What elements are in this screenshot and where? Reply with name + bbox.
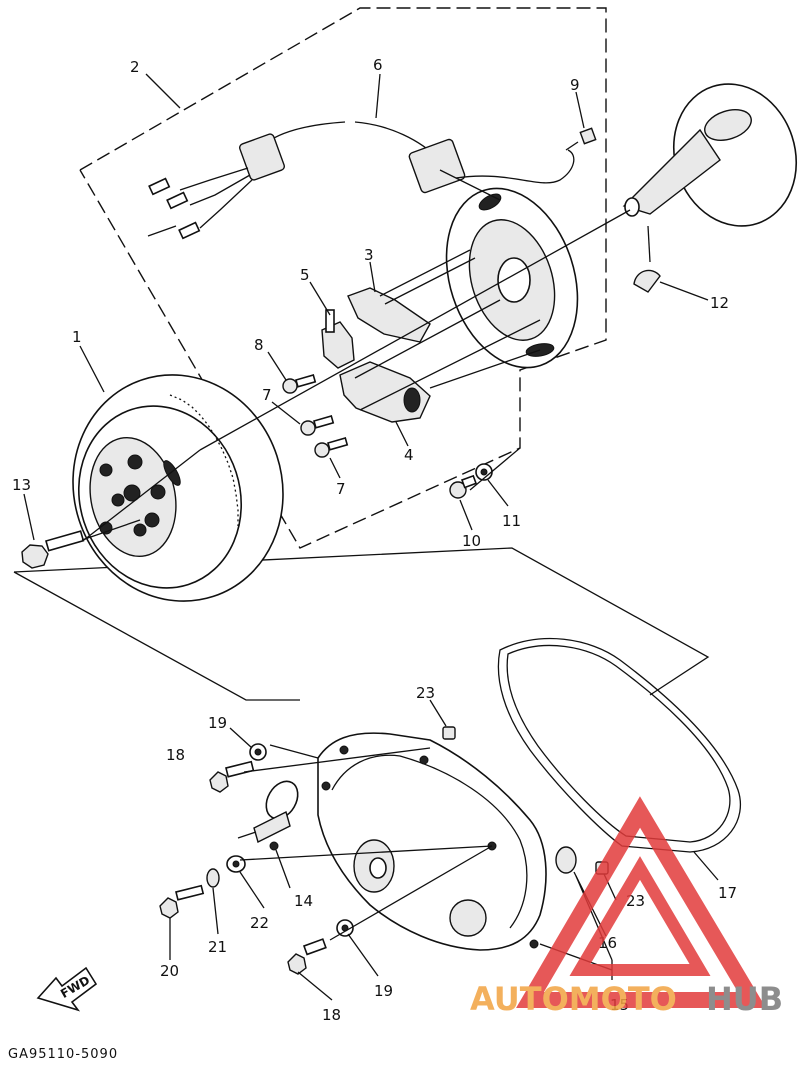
screw-7a xyxy=(300,415,335,436)
dowel-23a xyxy=(442,726,456,740)
label-part-3: 3 xyxy=(364,246,374,264)
washer-19b xyxy=(336,919,354,937)
screw-8 xyxy=(282,374,317,394)
charge-coil xyxy=(339,361,431,423)
label-part-19a: 19 xyxy=(208,714,227,732)
alignment-lines-upper xyxy=(83,209,651,541)
label-part-21: 21 xyxy=(208,938,227,956)
cover-gasket xyxy=(497,637,742,853)
bolt-18b xyxy=(287,938,327,975)
label-part-7a: 7 xyxy=(262,386,272,404)
wire-harness xyxy=(147,121,466,240)
label-part-8: 8 xyxy=(254,336,264,354)
label-part-10: 10 xyxy=(462,532,481,550)
label-part-4: 4 xyxy=(404,446,414,464)
label-part-9: 9 xyxy=(570,76,580,94)
label-part-7b: 7 xyxy=(336,480,346,498)
label-part-11: 11 xyxy=(502,512,521,530)
label-part-23a: 23 xyxy=(416,684,435,702)
screw-7b xyxy=(314,437,349,458)
bolt-18a xyxy=(209,760,255,793)
part-number-labels: 2 6 9 3 5 8 7 7 4 1 13 10 11 12 23 19 18… xyxy=(12,56,737,1024)
woodruff-key xyxy=(633,269,661,293)
stator-base xyxy=(439,149,579,369)
label-part-5: 5 xyxy=(300,266,310,284)
bracket xyxy=(321,309,355,369)
collar-22 xyxy=(226,855,246,873)
bolt-10 xyxy=(449,474,478,499)
label-part-1: 1 xyxy=(72,328,82,346)
generator-cover xyxy=(317,732,547,951)
fwd-arrow-icon: FWD xyxy=(36,966,98,1012)
label-part-12: 12 xyxy=(710,294,729,312)
label-part-19b: 19 xyxy=(374,982,393,1000)
screw-9 xyxy=(565,127,597,151)
label-part-14: 14 xyxy=(294,892,313,910)
bolt-20 xyxy=(159,884,205,919)
drawing-code: GA95110-5090 xyxy=(8,1047,118,1062)
watermark-brand-left: AUTOMOTO xyxy=(470,980,677,1018)
label-part-18b: 18 xyxy=(322,1006,341,1024)
label-part-2: 2 xyxy=(130,58,140,76)
label-part-23b: 23 xyxy=(626,892,645,910)
pickup-coil xyxy=(347,249,476,343)
washer-21 xyxy=(206,868,220,888)
label-part-22: 22 xyxy=(250,914,269,932)
flywheel-rotor xyxy=(72,374,284,602)
assembly-boundary xyxy=(79,7,607,549)
label-part-17: 17 xyxy=(718,884,737,902)
sleeve-16 xyxy=(555,846,577,874)
label-part-18a: 18 xyxy=(166,746,185,764)
label-part-20: 20 xyxy=(160,962,179,980)
leader-lines xyxy=(23,73,719,1001)
watermark-logo: AUTOMOTO HUB xyxy=(470,796,783,1018)
washer-19a xyxy=(249,743,267,761)
watermark-brand-right: HUB xyxy=(706,980,783,1018)
flywheel-nut xyxy=(21,519,141,569)
crankcase-cone xyxy=(622,83,798,227)
label-part-6: 6 xyxy=(373,56,383,74)
cable-clamp xyxy=(237,780,299,851)
washer-11 xyxy=(475,463,493,481)
label-part-13: 13 xyxy=(12,476,31,494)
